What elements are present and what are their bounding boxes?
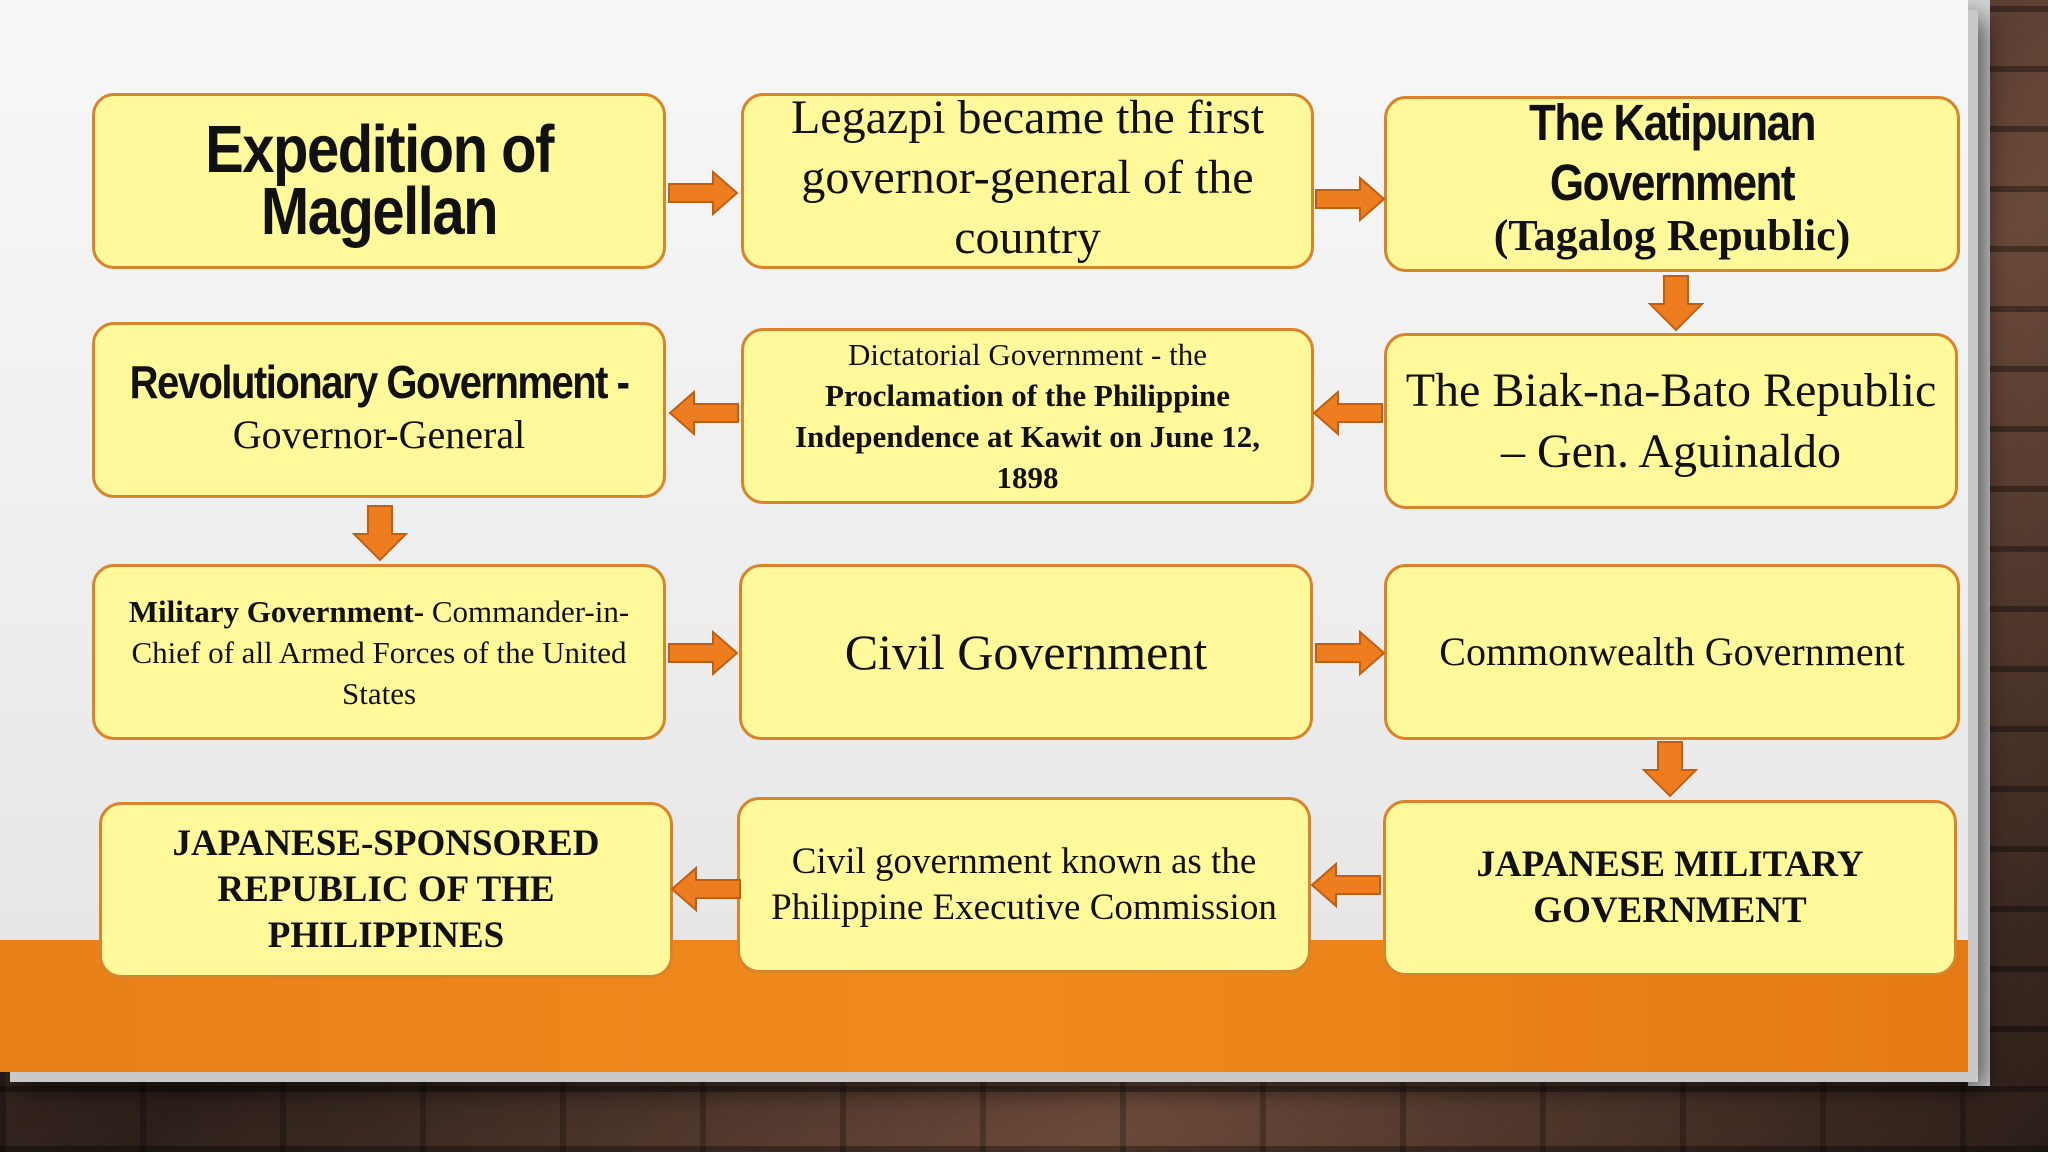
arrow-right-2 — [1315, 176, 1386, 222]
box-civil-government: Civil Government — [739, 564, 1313, 740]
box-japanese-military-government: JAPANESE MILITARY GOVERNMENT — [1383, 800, 1957, 976]
box-katipunan-government: The Katipunan Government (Tagalog Republ… — [1384, 95, 1960, 272]
arrow-right-3 — [668, 630, 739, 676]
box-revolutionary-government: Revolutionary Government - Governor-Gene… — [92, 322, 666, 498]
military-title: Military Government- — [128, 593, 425, 629]
expedition-line1: Expedition of — [205, 112, 554, 187]
revolutionary-subtitle: Governor-General — [232, 412, 526, 457]
legazpi-text: Legazpi became the first governor-genera… — [790, 91, 1265, 264]
box-japanese-sponsored-republic: JAPANESE-SPONSORED REPUBLIC OF THE PHILI… — [99, 802, 673, 978]
dictatorial-line1: Dictatorial Government - the — [848, 337, 1207, 372]
katipunan-subtitle: (Tagalog Republic) — [1493, 211, 1851, 260]
arrow-down-3 — [1642, 741, 1698, 798]
box-philippine-executive-commission: Civil government known as the Philippine… — [737, 797, 1311, 973]
katipunan-title: The Katipunan Government — [1528, 95, 1817, 212]
japanese-military-text: JAPANESE MILITARY GOVERNMENT — [1476, 844, 1864, 931]
civil-commission-text: Civil government known as the Philippine… — [771, 841, 1277, 928]
arrow-left-1 — [1312, 390, 1383, 436]
box-commonwealth-government: Commonwealth Government — [1384, 564, 1960, 740]
military-description: Commander-in-Chief of all Armed Forces o… — [131, 593, 630, 711]
arrow-right-1 — [668, 170, 739, 216]
arrow-down-1 — [1648, 275, 1704, 332]
arrow-left-4 — [670, 866, 741, 912]
commonwealth-text: Commonwealth Government — [1439, 629, 1905, 675]
japanese-republic-text: JAPANESE-SPONSORED REPUBLIC OF THE PHILI… — [172, 823, 600, 956]
revolutionary-title: Revolutionary Government - — [129, 357, 630, 409]
box-dictatorial-government: Dictatorial Government - the Proclamatio… — [741, 328, 1314, 504]
box-military-government: Military Government- Commander-in-Chief … — [92, 564, 666, 740]
slide-edge — [1968, 0, 1990, 1086]
box-expedition-of-magellan: Expedition of Magellan — [92, 93, 666, 269]
arrow-left-2 — [668, 390, 739, 436]
dictatorial-proclamation: Proclamation of the Philippine Independe… — [794, 378, 1261, 495]
arrow-left-3 — [1310, 862, 1381, 908]
arrow-right-4 — [1315, 630, 1386, 676]
box-biak-na-bato-republic: The Biak-na-Bato Republic – Gen. Aguinal… — [1384, 333, 1958, 509]
slide: Expedition of Magellan Legazpi became th… — [0, 0, 1968, 1072]
expedition-line2: Magellan — [260, 174, 499, 249]
civil-government-text: Civil Government — [844, 623, 1208, 680]
biak-text: The Biak-na-Bato Republic – Gen. Aguinal… — [1405, 363, 1937, 478]
box-legazpi: Legazpi became the first governor-genera… — [741, 91, 1314, 269]
arrow-down-2 — [352, 505, 408, 562]
